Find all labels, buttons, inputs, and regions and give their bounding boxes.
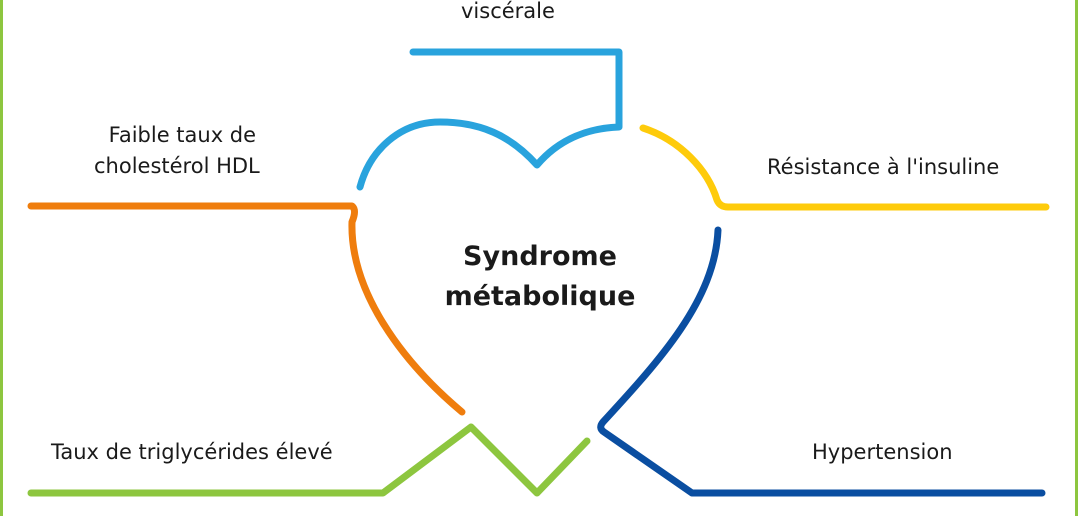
- obesity-label: viscérale: [461, 0, 555, 23]
- triglycerides-line: [27, 423, 591, 497]
- hdl-label-line-2: cholestérol HDL: [94, 154, 260, 178]
- hdl-label: Faible taux de cholestérol HDL: [94, 120, 260, 182]
- insulin-label: Résistance à l'insuline: [767, 155, 1000, 179]
- obesity-line: [356, 48, 623, 191]
- center-title-line-1: Syndrome: [463, 241, 617, 272]
- center-title: Syndrome métabolique: [410, 237, 670, 317]
- insulin-line: [639, 124, 1050, 211]
- hdl-line: [27, 202, 466, 416]
- hypertension-label: Hypertension: [812, 440, 953, 464]
- hypertension-line: [597, 226, 1046, 497]
- hdl-label-line-1: Faible taux de: [108, 123, 257, 147]
- triglycerides-label: Taux de triglycérides élevé: [51, 440, 333, 464]
- center-title-line-2: métabolique: [444, 281, 636, 312]
